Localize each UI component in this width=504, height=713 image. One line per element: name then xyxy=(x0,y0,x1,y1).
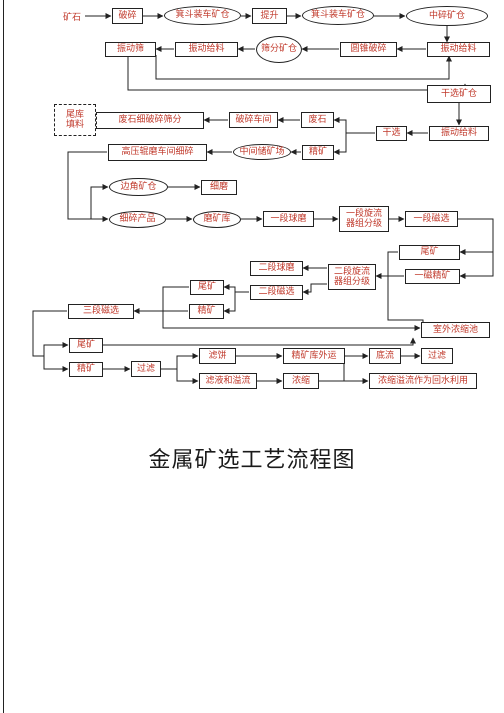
node-secondary-magnetic-sep: 二段磁选 xyxy=(250,285,303,300)
node-vibrating-feeder-3: 振动给料 xyxy=(429,126,489,141)
node-primary-magnetic-sep: 一段磁选 xyxy=(405,211,458,227)
node-ore: 矿石 xyxy=(63,13,82,23)
edge-filter-cake xyxy=(161,353,199,370)
edge-magsep1-tail1 xyxy=(458,218,494,255)
node-grinding-ore-store: 磨矿库 xyxy=(193,211,241,228)
page-title: 金属矿选工艺流程图 xyxy=(148,448,356,473)
node-filtration-1: 过滤 xyxy=(131,361,161,377)
node-primary-cyclone-group: 一段旋流 器组分级 xyxy=(339,206,389,232)
node-concentrate-export: 精矿库外运 xyxy=(283,348,345,364)
edge-screen-undersize xyxy=(127,56,468,91)
edge-tail1-pond xyxy=(387,251,424,322)
edge-tail3 xyxy=(43,342,69,356)
node-hpgr-workshop: 高压辊磨车间细碎 xyxy=(108,144,207,161)
node-skip-loading-bin-2: 箕斗装车矿仓 xyxy=(302,6,374,25)
node-waste-rock: 废石 xyxy=(301,112,334,128)
node-filtrate-overflow: 滤液和溢流 xyxy=(199,373,257,389)
edge-magsep2-tail2 xyxy=(223,284,249,293)
node-thickener-overflow-reuse: 浓缩溢流作为回水利用 xyxy=(369,373,477,389)
node-cone-crushing: 圆锥破碎 xyxy=(340,42,397,57)
node-vibrating-feeder-2: 振动给料 xyxy=(427,42,490,57)
node-vibrating-screen: 振动筛 xyxy=(105,42,156,57)
node-tailings-3: 尾矿 xyxy=(69,338,103,353)
node-outdoor-thickener: 室外浓缩池 xyxy=(421,322,490,338)
node-filter-cake: 滤饼 xyxy=(199,348,236,364)
edge-thicken-underflow xyxy=(319,353,369,382)
node-secondary-crush-bin: 中碎矿仓 xyxy=(406,6,488,26)
edge-cyclone2-magsep2 xyxy=(302,283,327,295)
edge-hpgr-corner xyxy=(90,184,109,219)
edge-screen-return xyxy=(155,55,452,80)
node-hoisting: 提升 xyxy=(252,8,287,24)
edge-magsep3-down xyxy=(32,310,69,372)
edge-tail2-left xyxy=(162,286,421,331)
node-tailings-1: 尾矿 xyxy=(399,245,460,260)
node-fine-grinding: 细磨 xyxy=(201,180,237,195)
node-vibrating-feeder-1: 振动给料 xyxy=(175,42,238,57)
node-filtration-2: 过滤 xyxy=(421,348,453,364)
node-primary-ball-mill: 一段球磨 xyxy=(263,211,314,227)
node-crushing-workshop: 破碎车间 xyxy=(229,112,278,128)
node-waste-fine-crush-screen: 废石细破碎筛分 xyxy=(96,112,204,129)
edge-magsep1-conc1 xyxy=(458,218,494,279)
edge-drysep-conc xyxy=(333,132,375,155)
node-corner-ore-bin: 边角矿仓 xyxy=(109,178,168,196)
node-concentrate-1: 精矿 xyxy=(302,145,334,160)
node-secondary-ball-mill: 二段球磨 xyxy=(250,261,303,276)
node-tailings-backfill: 尾库 填料 xyxy=(54,104,96,136)
node-secondary-cyclone-group: 二段旋流 器组分级 xyxy=(328,264,376,290)
edge-filter-filtrate xyxy=(176,369,199,384)
node-dry-separation: 干选 xyxy=(376,126,407,141)
node-tertiary-magnetic-sep: 三段磁选 xyxy=(68,304,134,319)
node-concentrate-2: 精矿 xyxy=(189,304,224,319)
node-concentrate-3: 精矿 xyxy=(69,362,103,377)
node-thickening: 浓缩 xyxy=(283,373,319,389)
node-crushing: 破碎 xyxy=(112,8,143,24)
node-dry-separation-bin: 干选矿仓 xyxy=(427,85,491,103)
edge-magsep2-conc2 xyxy=(223,291,249,314)
edge-hpgr-down xyxy=(67,151,109,222)
node-underflow: 底流 xyxy=(369,348,401,364)
node-skip-loading-bin-1: 箕斗装车矿仓 xyxy=(164,6,241,25)
node-screening-bin: 筛分矿仓 xyxy=(256,36,302,63)
node-first-mag-concentrate: 一磁精矿 xyxy=(405,269,460,284)
edge-drysep-waste xyxy=(333,117,375,134)
edge-tail3-pond xyxy=(103,337,416,346)
node-fine-crushed-product: 细碎产品 xyxy=(109,211,166,228)
node-intermediate-storage: 中间储矿场 xyxy=(233,144,291,160)
node-tailings-2: 尾矿 xyxy=(190,280,224,295)
